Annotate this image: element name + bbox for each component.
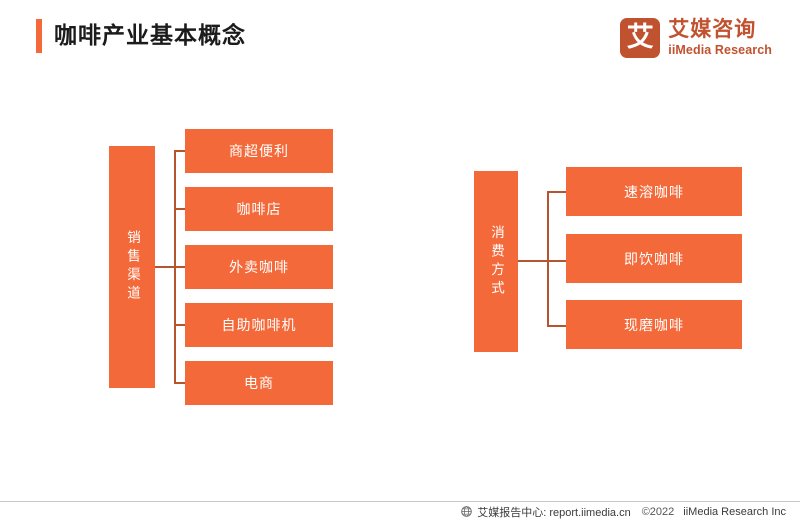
- connector-leaf-stub-consumption-1: [547, 191, 566, 193]
- connector-leaf-stub-sales-3: [174, 266, 185, 268]
- leaf-node-sales-1: 商超便利: [185, 129, 333, 173]
- footer-divider: [0, 501, 800, 502]
- trunk-node-consumption-mode: 消费方式: [474, 171, 518, 352]
- logo-mark-icon: 艾: [620, 18, 661, 58]
- connector-trunk-stub-consumption: [518, 260, 548, 262]
- page-header: 咖啡产业基本概念 艾 艾媒咨询 iiMedia Research: [0, 0, 800, 78]
- connector-leaf-stub-sales-2: [174, 208, 185, 210]
- leaf-node-sales-3: 外卖咖啡: [185, 245, 333, 289]
- globe-icon: [461, 506, 473, 517]
- leaf-node-sales-2: 咖啡店: [185, 187, 333, 231]
- leaf-node-consumption-3: 现磨咖啡: [566, 300, 742, 349]
- page-title: 咖啡产业基本概念: [54, 22, 246, 48]
- leaf-node-consumption-2: 即饮咖啡: [566, 234, 742, 283]
- connector-trunk-stub-sales: [155, 266, 175, 268]
- connector-leaf-stub-consumption-3: [547, 325, 566, 327]
- page-footer: 艾媒报告中心: report.iimedia.cn ©2022 iiMedia …: [0, 503, 800, 520]
- leaf-node-sales-5: 电商: [185, 361, 333, 405]
- logo-text: 艾媒咨询 iiMedia Research: [668, 19, 772, 57]
- trunk-node-sales-channel: 销售渠道: [109, 146, 155, 388]
- connector-leaf-stub-sales-1: [174, 150, 185, 152]
- footer-organization: iiMedia Research Inc: [683, 505, 786, 518]
- logo-name-en: iiMedia Research: [668, 43, 772, 58]
- title-accent-bar: [36, 19, 42, 53]
- concept-diagram: 销售渠道 商超便利 咖啡店 外卖咖啡 自助咖啡机 电商 消费方式 速溶咖啡 即饮…: [0, 78, 800, 488]
- footer-copyright: ©2022: [641, 505, 675, 518]
- leaf-node-consumption-1: 速溶咖啡: [566, 167, 742, 216]
- leaf-node-sales-4: 自助咖啡机: [185, 303, 333, 347]
- logo-name-cn: 艾媒咨询: [668, 18, 757, 42]
- connector-spine-consumption: [547, 192, 549, 326]
- connector-leaf-stub-sales-5: [174, 382, 185, 384]
- connector-leaf-stub-consumption-2: [547, 260, 566, 262]
- footer-report-center: 艾媒报告中心: report.iimedia.cn: [477, 506, 631, 519]
- brand-logo: 艾 艾媒咨询 iiMedia Research: [620, 14, 772, 62]
- connector-leaf-stub-sales-4: [174, 324, 185, 326]
